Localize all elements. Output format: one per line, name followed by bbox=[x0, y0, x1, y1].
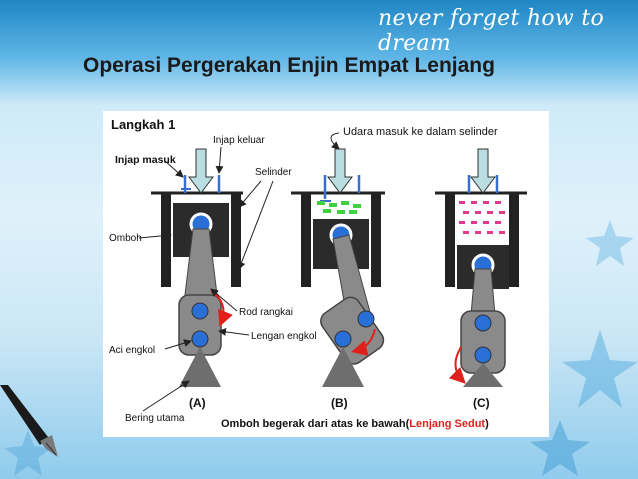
label-cylinder: Selinder bbox=[255, 167, 292, 178]
step-label: Langkah 1 bbox=[111, 117, 175, 132]
label-crankshaft: Aci engkol bbox=[109, 345, 155, 356]
label-main-bearing: Bering utama bbox=[125, 413, 185, 424]
label-exhaust-valve: Injap keluar bbox=[213, 135, 265, 146]
tagline: never forget how to dream bbox=[378, 6, 605, 56]
diagram-panel: Langkah 1 Injap keluar Injap masuk Selin… bbox=[103, 111, 549, 437]
label-air-intake: Udara masuk ke dalam selinder bbox=[343, 126, 498, 138]
fountain-pen-icon bbox=[0, 385, 58, 457]
intake-air-icon bbox=[317, 201, 361, 214]
engine-diagram: Langkah 1 Injap keluar Injap masuk Selin… bbox=[109, 117, 527, 430]
label-crank-arm: Lengan engkol bbox=[251, 331, 317, 342]
caption: Omboh begerak dari atas ke bawah(Lenjang… bbox=[221, 418, 489, 430]
air-mixture-icon bbox=[459, 201, 505, 234]
label-piston: Omboh bbox=[109, 233, 142, 244]
caption-highlight: Lenjang Sedut bbox=[409, 418, 485, 430]
panel-label-b: (B) bbox=[331, 396, 348, 410]
panel-label-c: (C) bbox=[473, 396, 490, 410]
panel-label-a: (A) bbox=[189, 396, 206, 410]
caption-main: Omboh begerak dari atas ke bawah( bbox=[221, 418, 410, 430]
slide-title: Operasi Pergerakan Enjin Empat Lenjang bbox=[83, 54, 495, 77]
engine-panel-c bbox=[435, 148, 527, 387]
caption-end: ) bbox=[485, 418, 489, 430]
label-intake-valve: Injap masuk bbox=[115, 154, 176, 166]
engine-panel-a bbox=[151, 148, 243, 387]
label-connecting-rod: Rod rangkai bbox=[239, 307, 293, 318]
engine-panel-b bbox=[291, 148, 385, 387]
